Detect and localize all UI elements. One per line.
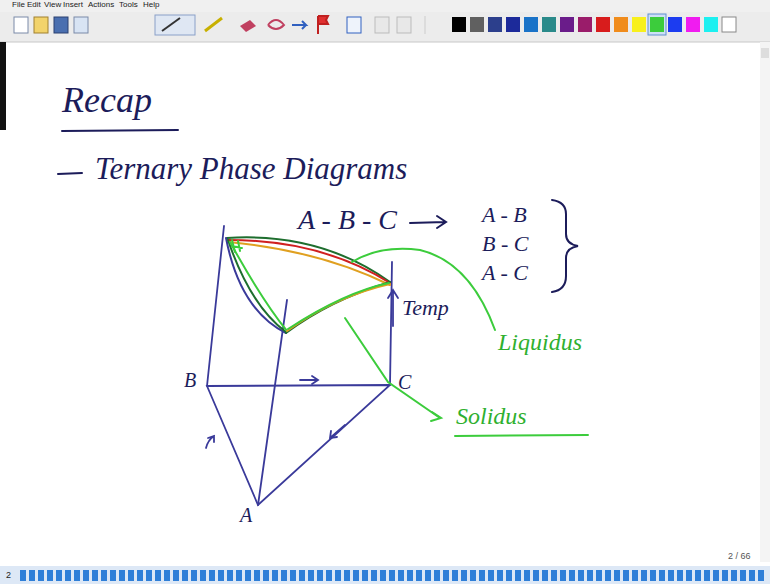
page-edge [0, 42, 6, 130]
page-index: 2 [6, 571, 11, 580]
surface-label: Solidus [456, 404, 527, 429]
menu-item: Insert [63, 1, 83, 9]
vertex-label: B [184, 370, 196, 391]
status-bar [0, 566, 770, 584]
toolbar [0, 12, 770, 42]
page-number: 2 / 66 [728, 552, 751, 561]
menu-item: Actions [88, 1, 114, 9]
toolbar-border [0, 42, 770, 43]
system-name: A - B - C [298, 205, 397, 234]
axis-label: Temp [402, 296, 449, 319]
page-strip [20, 570, 764, 581]
leader-lines [345, 249, 588, 436]
menu-item: Tools [119, 1, 138, 9]
binary-system: A - C [482, 261, 528, 284]
prism-frame [206, 226, 398, 505]
surface-label: Liquidus [498, 330, 582, 355]
menu-item: View [44, 1, 61, 9]
menu-bar [0, 0, 770, 12]
menu-item: Edit [27, 1, 41, 9]
scroll-thumb [761, 48, 769, 58]
menu-item: Help [143, 1, 159, 9]
handwriting-strokes [58, 130, 578, 292]
toolbar-icons [14, 15, 425, 35]
menu-item: File [12, 1, 25, 9]
phase-surfaces [226, 237, 390, 333]
binary-system: B - C [482, 232, 528, 255]
topic-heading: Ternary Phase Diagrams [95, 153, 407, 186]
color-swatches [452, 14, 736, 35]
scrollbar [760, 42, 770, 562]
vertex-label: A [240, 505, 252, 526]
slide-title: Recap [62, 82, 152, 120]
binary-system: A - B [482, 203, 527, 226]
vertex-label: C [398, 372, 411, 393]
